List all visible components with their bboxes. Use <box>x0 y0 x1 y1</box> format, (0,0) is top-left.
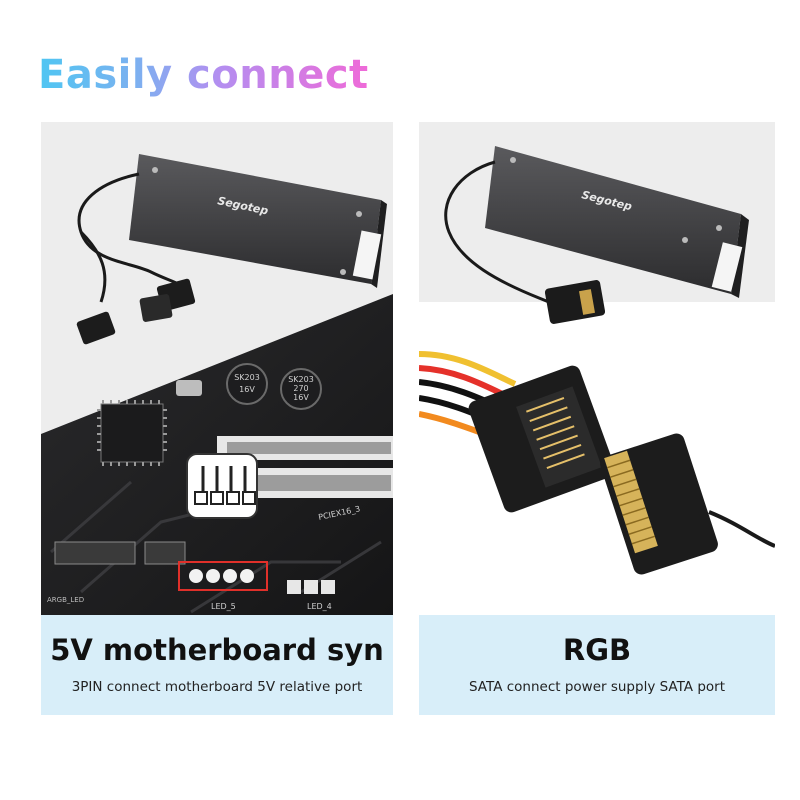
led-header-highlight <box>178 561 268 591</box>
motherboard-photo: SK203 16V SK203 270 16V PCIEX16_3 <box>41 154 393 615</box>
caption-rgb-sata: RGB SATA connect power supply SATA port <box>419 615 775 715</box>
caption-5v-motherboard: 5V motherboard syn 3PIN connect motherbo… <box>41 615 393 715</box>
cable <box>77 172 193 295</box>
caption-subtitle: 3PIN connect motherboard 5V relative por… <box>71 678 363 695</box>
cable <box>708 510 775 548</box>
sata-photo: Segotep <box>419 122 775 575</box>
sata-female-connector <box>468 365 616 513</box>
sata-male-connector <box>600 433 718 575</box>
capacitor-2: SK203 270 16V <box>280 368 322 410</box>
svg-text:16V: 16V <box>293 393 309 402</box>
svg-text:SK203: SK203 <box>234 373 260 382</box>
sata-photo-panel: Segotep <box>419 122 775 615</box>
svg-text:270: 270 <box>293 384 308 393</box>
svg-text:16V: 16V <box>239 385 255 394</box>
caption-subtitle: SATA connect power supply SATA port <box>468 678 726 695</box>
motherboard-photo-panel: SK203 16V SK203 270 16V PCIEX16_3 <box>41 122 393 615</box>
3pin-connector-callout-icon <box>186 453 258 519</box>
sata-connector-small <box>544 280 606 324</box>
svg-text:SK203: SK203 <box>288 375 314 384</box>
caption-title: 5V motherboard syn <box>50 633 384 668</box>
caption-title: RGB <box>562 633 632 668</box>
pin-header <box>54 541 186 565</box>
svg-text:LED_5: LED_5 <box>211 602 236 611</box>
ic-chip <box>97 400 167 466</box>
ram-heatsink-product: Segotep <box>485 146 749 298</box>
headline: Easily connect <box>38 52 369 98</box>
svg-text:LED_4: LED_4 <box>307 602 332 611</box>
svg-text:ARGB_LED: ARGB_LED <box>47 596 84 604</box>
ram-heatsink-product: Segotep <box>129 154 387 288</box>
capacitor-1: SK203 16V <box>226 363 268 405</box>
3pin-connector <box>76 278 196 345</box>
